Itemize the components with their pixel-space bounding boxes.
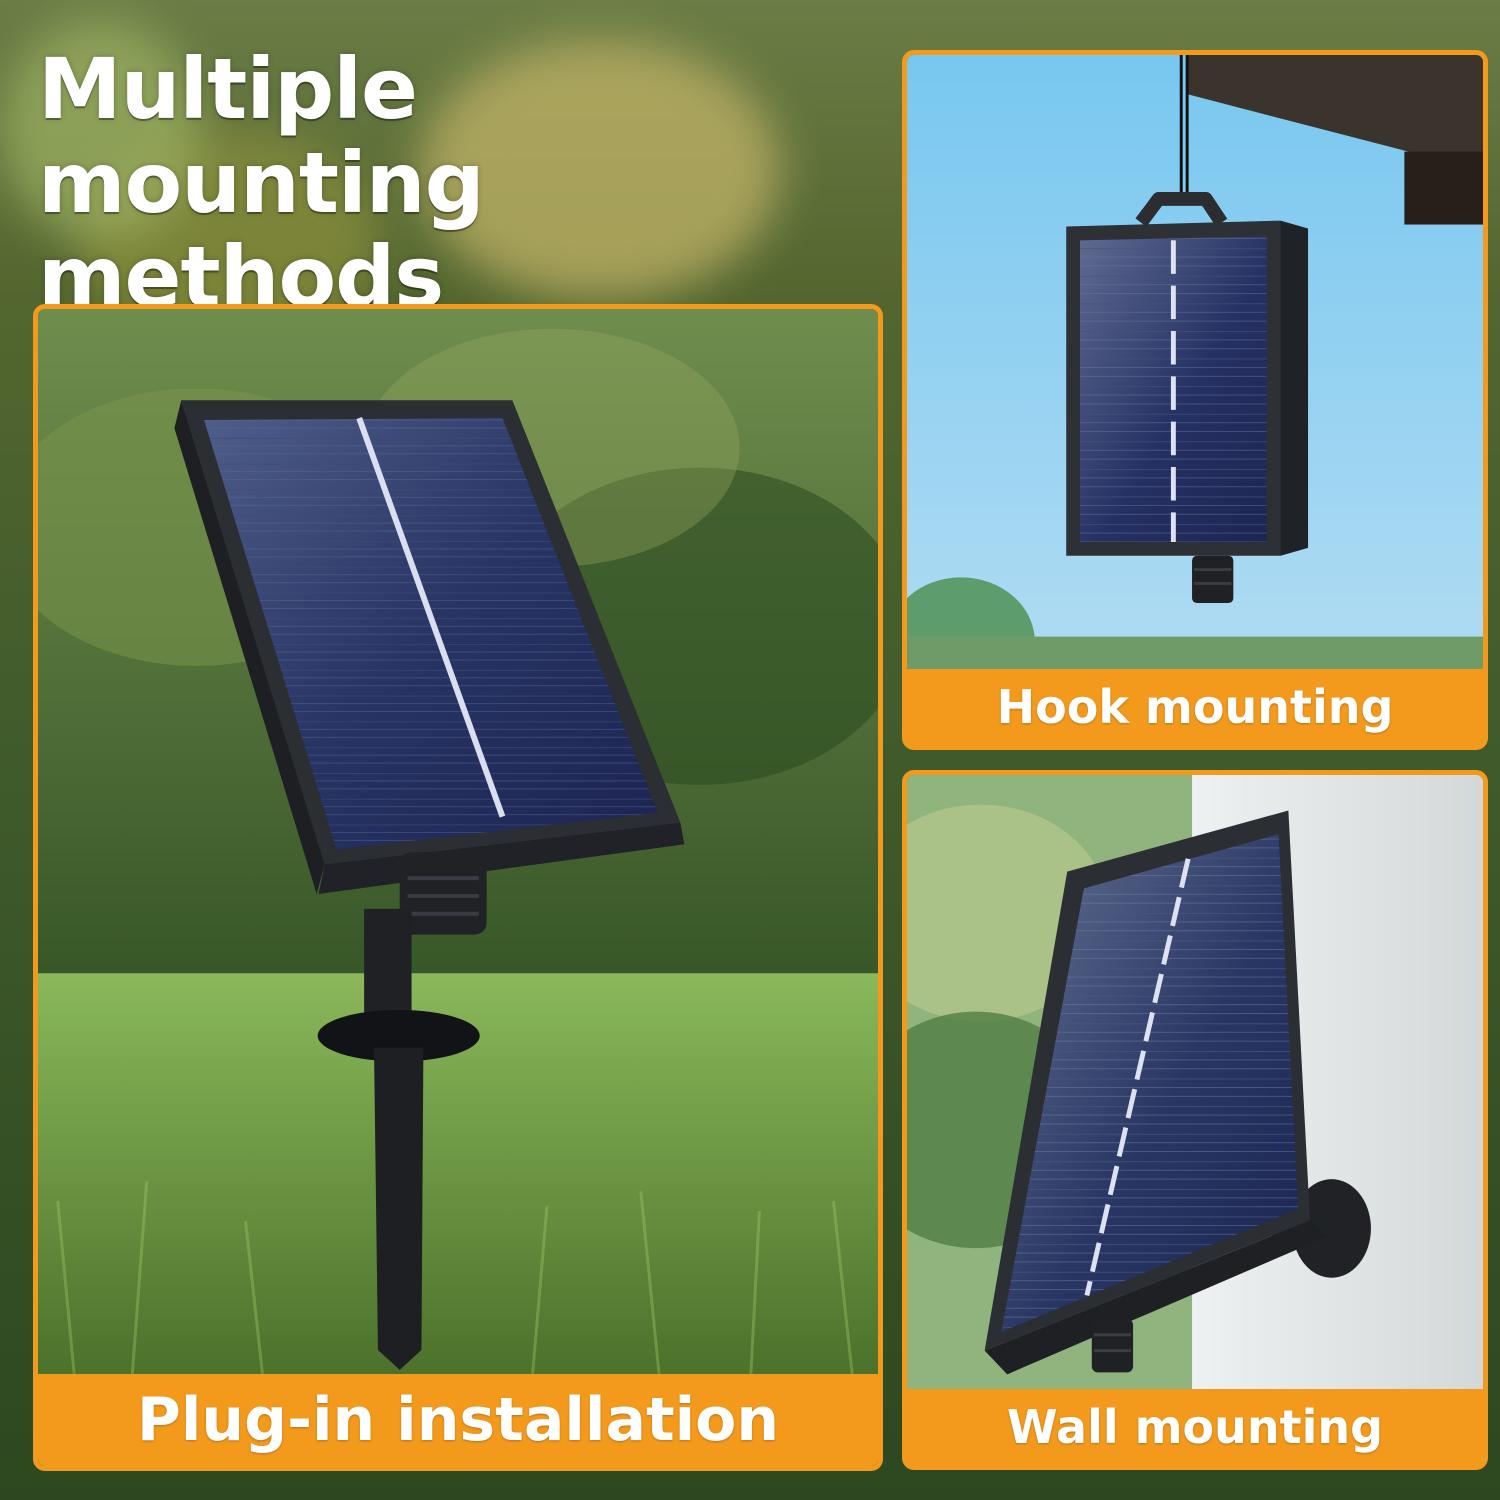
background-blur xyxy=(420,40,780,300)
wall-mounting-panel: Wall mounting xyxy=(902,770,1488,1470)
hook-mounting-panel: Hook mounting xyxy=(902,50,1488,750)
page-title: Multiple mounting methods xyxy=(38,40,485,326)
screw-socket-icon xyxy=(1091,1319,1134,1373)
solar-panel-icon xyxy=(174,400,685,894)
plug-in-installation-caption: Plug-in installation xyxy=(38,1374,878,1466)
wall-mounting-scene xyxy=(907,775,1483,1465)
screw-socket-icon xyxy=(1192,555,1234,604)
solar-panel-icon xyxy=(984,810,1328,1375)
wall-mounting-caption: Wall mounting xyxy=(907,1389,1483,1465)
plug-in-installation-scene xyxy=(38,309,878,1466)
hook-mounting-caption: Hook mounting xyxy=(907,669,1483,745)
solar-panel-icon xyxy=(1066,220,1309,556)
background-blur xyxy=(0,20,200,240)
ground-stake-icon xyxy=(317,852,487,1370)
plug-in-installation-panel: Plug-in installation xyxy=(33,304,883,1471)
hook-icon xyxy=(1135,55,1228,227)
hook-mounting-scene xyxy=(907,55,1483,745)
